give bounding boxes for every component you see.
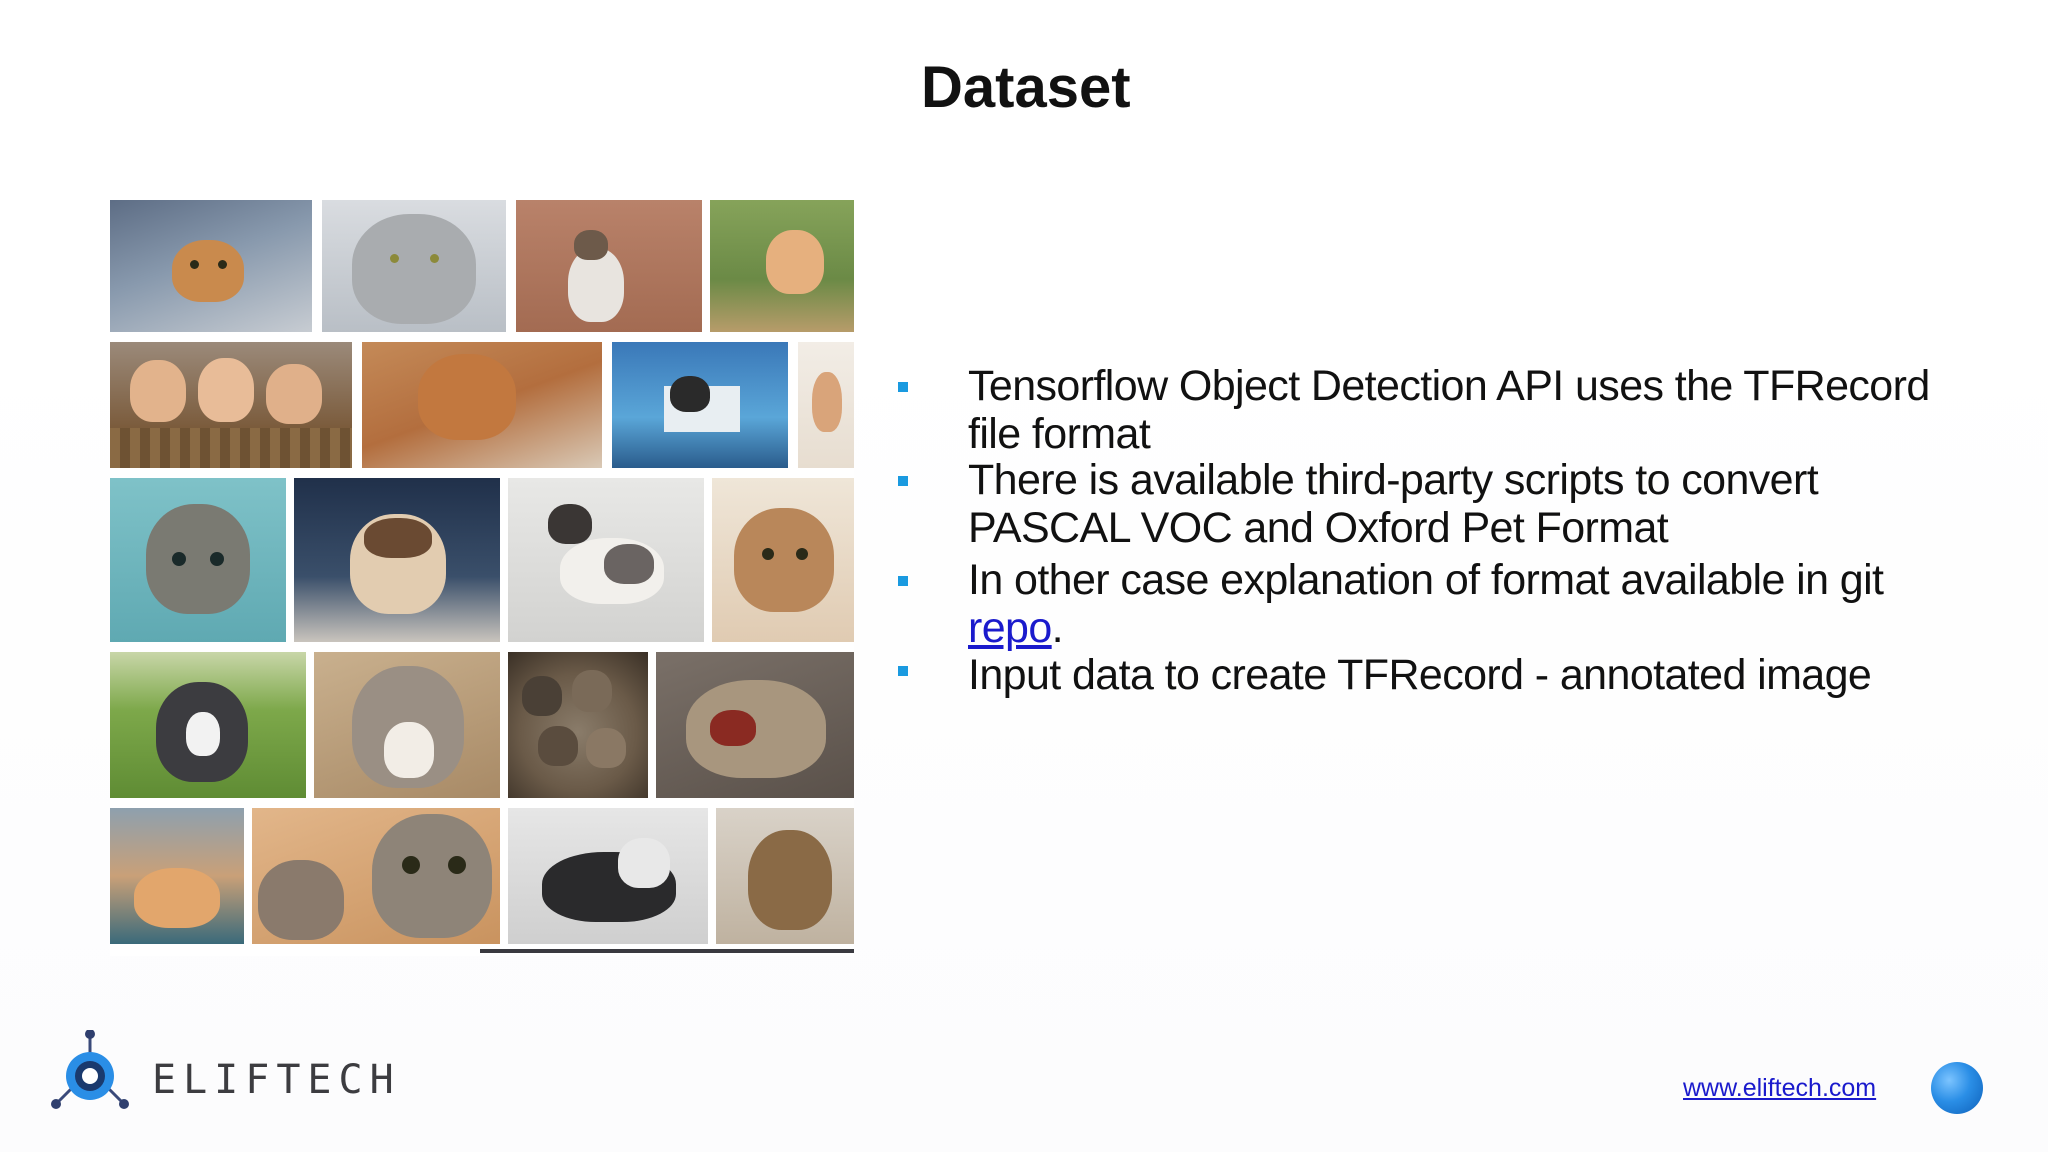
repo-link[interactable]: repo [968,604,1052,652]
bullet-marker-icon [898,476,908,486]
bullet-marker-icon [898,382,908,392]
collage-photo [322,200,506,332]
collage-photo [656,652,854,798]
bullet-item: Input data to create TFRecord - annotate… [890,650,1950,700]
collage-photo [516,200,702,332]
collage-photo [252,808,500,944]
collage-photo [716,808,854,944]
bullet-text: Tensorflow Object Detection API uses the… [968,362,1930,458]
bullet-marker-icon [898,666,908,676]
collage-photo [110,652,306,798]
collage-photo [110,342,352,468]
bullet-item: Tensorflow Object Detection API uses the… [890,362,1950,458]
bullet-text: In other case explanation of format avai… [968,556,1884,604]
collage-photo [508,478,704,642]
website-link[interactable]: www.eliftech.com [1683,1074,1877,1102]
bullet-item: In other case explanation of format avai… [890,556,1950,652]
cat-collage-image [110,200,854,956]
bullet-text: There is available third-party scripts t… [968,456,1819,552]
collage-photo [314,652,500,798]
bullet-item: There is available third-party scripts t… [890,456,1950,552]
collage-photo [110,200,312,332]
bullet-text-suffix: . [1051,604,1064,652]
collage-edge [480,949,854,953]
bullet-text: Input data to create TFRecord - annotate… [968,651,1872,699]
eliftech-logo-icon [51,1030,129,1109]
collage-photo [612,342,788,468]
collage-photo [798,342,854,468]
collage-photo [294,478,500,642]
collage-photo [710,200,854,332]
bullet-marker-icon [898,576,908,586]
collage-photo [712,478,854,642]
globe-icon [1931,1062,1983,1114]
slide-title: Dataset [921,55,1131,120]
bullet-list: Tensorflow Object Detection API uses the… [890,362,1950,700]
collage-photo [362,342,602,468]
collage-photo [110,478,286,642]
collage-photo [110,808,244,944]
collage-photo [508,808,708,944]
collage-photo [508,652,648,798]
logo-wordmark: ELIFTECH [152,1057,401,1103]
